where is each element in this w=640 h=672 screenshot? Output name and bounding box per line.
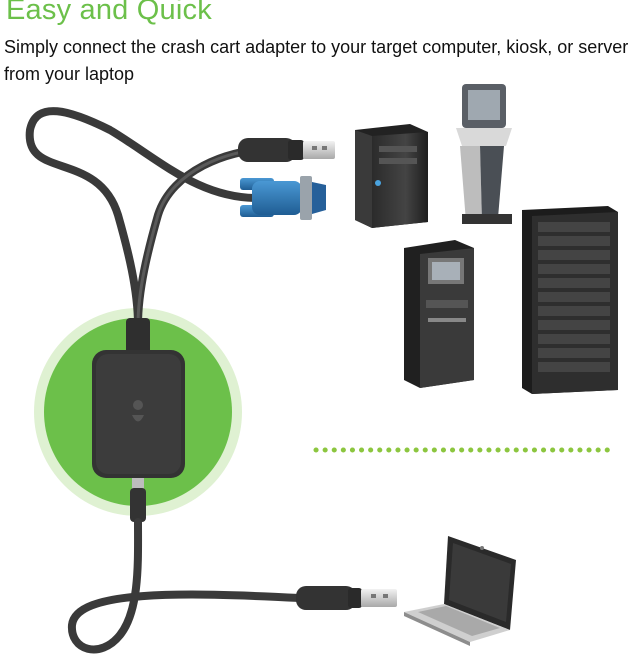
upper-cables [25,107,266,329]
vga-plug-icon [240,176,326,220]
usb-plug-icon [238,138,335,162]
subheading: Simply connect the crash cart adapter to… [4,37,629,84]
tower-pc-icon [355,124,428,228]
crash-cart-adapter [92,318,185,478]
server-rack-icon [522,206,618,394]
lower-cable [67,478,304,654]
headline: Easy and Quick [6,0,212,26]
brand-logo-icon [132,400,144,422]
atm-kiosk-icon [404,240,474,388]
laptop-icon [404,536,516,646]
laptop-usb-plug-icon [296,586,397,610]
kiosk-icon [456,84,512,224]
